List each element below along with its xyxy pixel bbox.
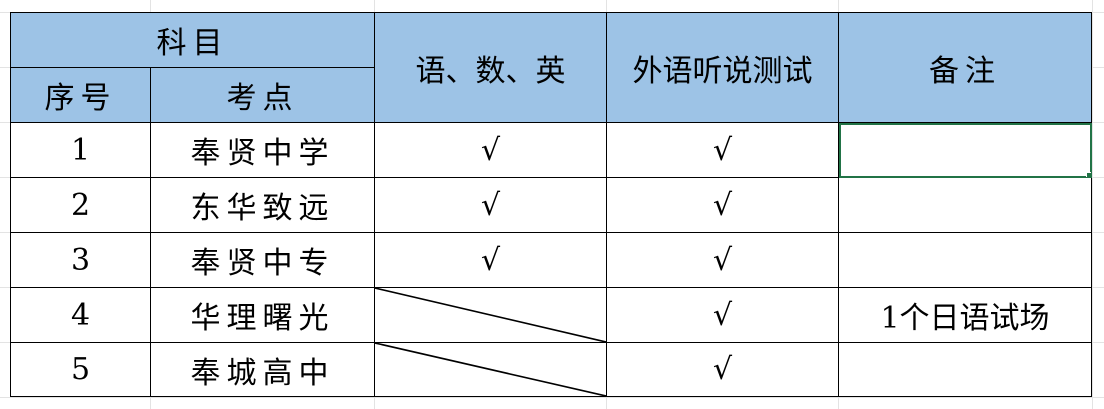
- cme-not-applicable-cell[interactable]: [374, 342, 607, 397]
- remark-cell-selected[interactable]: [838, 122, 1092, 178]
- foreign-check-cell[interactable]: √: [606, 287, 839, 343]
- subject-header[interactable]: 科目: [10, 12, 375, 68]
- cme-header[interactable]: 语、数、英: [374, 12, 607, 123]
- row-number-cell[interactable]: 5: [10, 342, 151, 397]
- header-row-2: 序号 考点: [10, 67, 1092, 123]
- table-row: 3 奉贤中专 √ √: [10, 232, 1092, 288]
- venue-cell[interactable]: 奉贤中专: [150, 232, 375, 288]
- venue-cell[interactable]: 奉城高中: [150, 342, 375, 397]
- remark-cell[interactable]: [838, 177, 1092, 233]
- header-row-1: 科目 语、数、英 外语听说测试 备注: [10, 12, 1092, 123]
- exam-venue-table: 科目 语、数、英 外语听说测试 备注 序号 考点 1 奉贤中学 √ √ 2 东华…: [10, 12, 1092, 397]
- foreign-check-cell[interactable]: √: [606, 232, 839, 288]
- table-row: 5 奉城高中 √: [10, 342, 1092, 397]
- row-number-cell[interactable]: 1: [10, 122, 151, 178]
- seq-header[interactable]: 序号: [10, 67, 151, 123]
- remark-header[interactable]: 备注: [838, 12, 1092, 123]
- foreign-listening-header[interactable]: 外语听说测试: [606, 12, 839, 123]
- diagonal-slash: [375, 288, 606, 342]
- venue-header[interactable]: 考点: [150, 67, 375, 123]
- cme-check-cell[interactable]: √: [374, 232, 607, 288]
- cme-not-applicable-cell[interactable]: [374, 287, 607, 343]
- table-row: 4 华理曙光 √ 1个日语试场: [10, 287, 1092, 343]
- fill-handle[interactable]: [1086, 172, 1091, 177]
- diagonal-slash: [375, 343, 606, 396]
- table-row: 1 奉贤中学 √ √: [10, 122, 1092, 178]
- remark-cell[interactable]: [838, 232, 1092, 288]
- cme-check-cell[interactable]: √: [374, 177, 607, 233]
- row-number-cell[interactable]: 3: [10, 232, 151, 288]
- foreign-check-cell[interactable]: √: [606, 342, 839, 397]
- table-row: 2 东华致远 √ √: [10, 177, 1092, 233]
- foreign-check-cell[interactable]: √: [606, 122, 839, 178]
- venue-cell[interactable]: 华理曙光: [150, 287, 375, 343]
- remark-cell[interactable]: [838, 342, 1092, 397]
- remark-cell[interactable]: 1个日语试场: [838, 287, 1092, 343]
- row-number-cell[interactable]: 4: [10, 287, 151, 343]
- venue-cell[interactable]: 奉贤中学: [150, 122, 375, 178]
- row-number-cell[interactable]: 2: [10, 177, 151, 233]
- foreign-check-cell[interactable]: √: [606, 177, 839, 233]
- venue-cell[interactable]: 东华致远: [150, 177, 375, 233]
- cme-check-cell[interactable]: √: [374, 122, 607, 178]
